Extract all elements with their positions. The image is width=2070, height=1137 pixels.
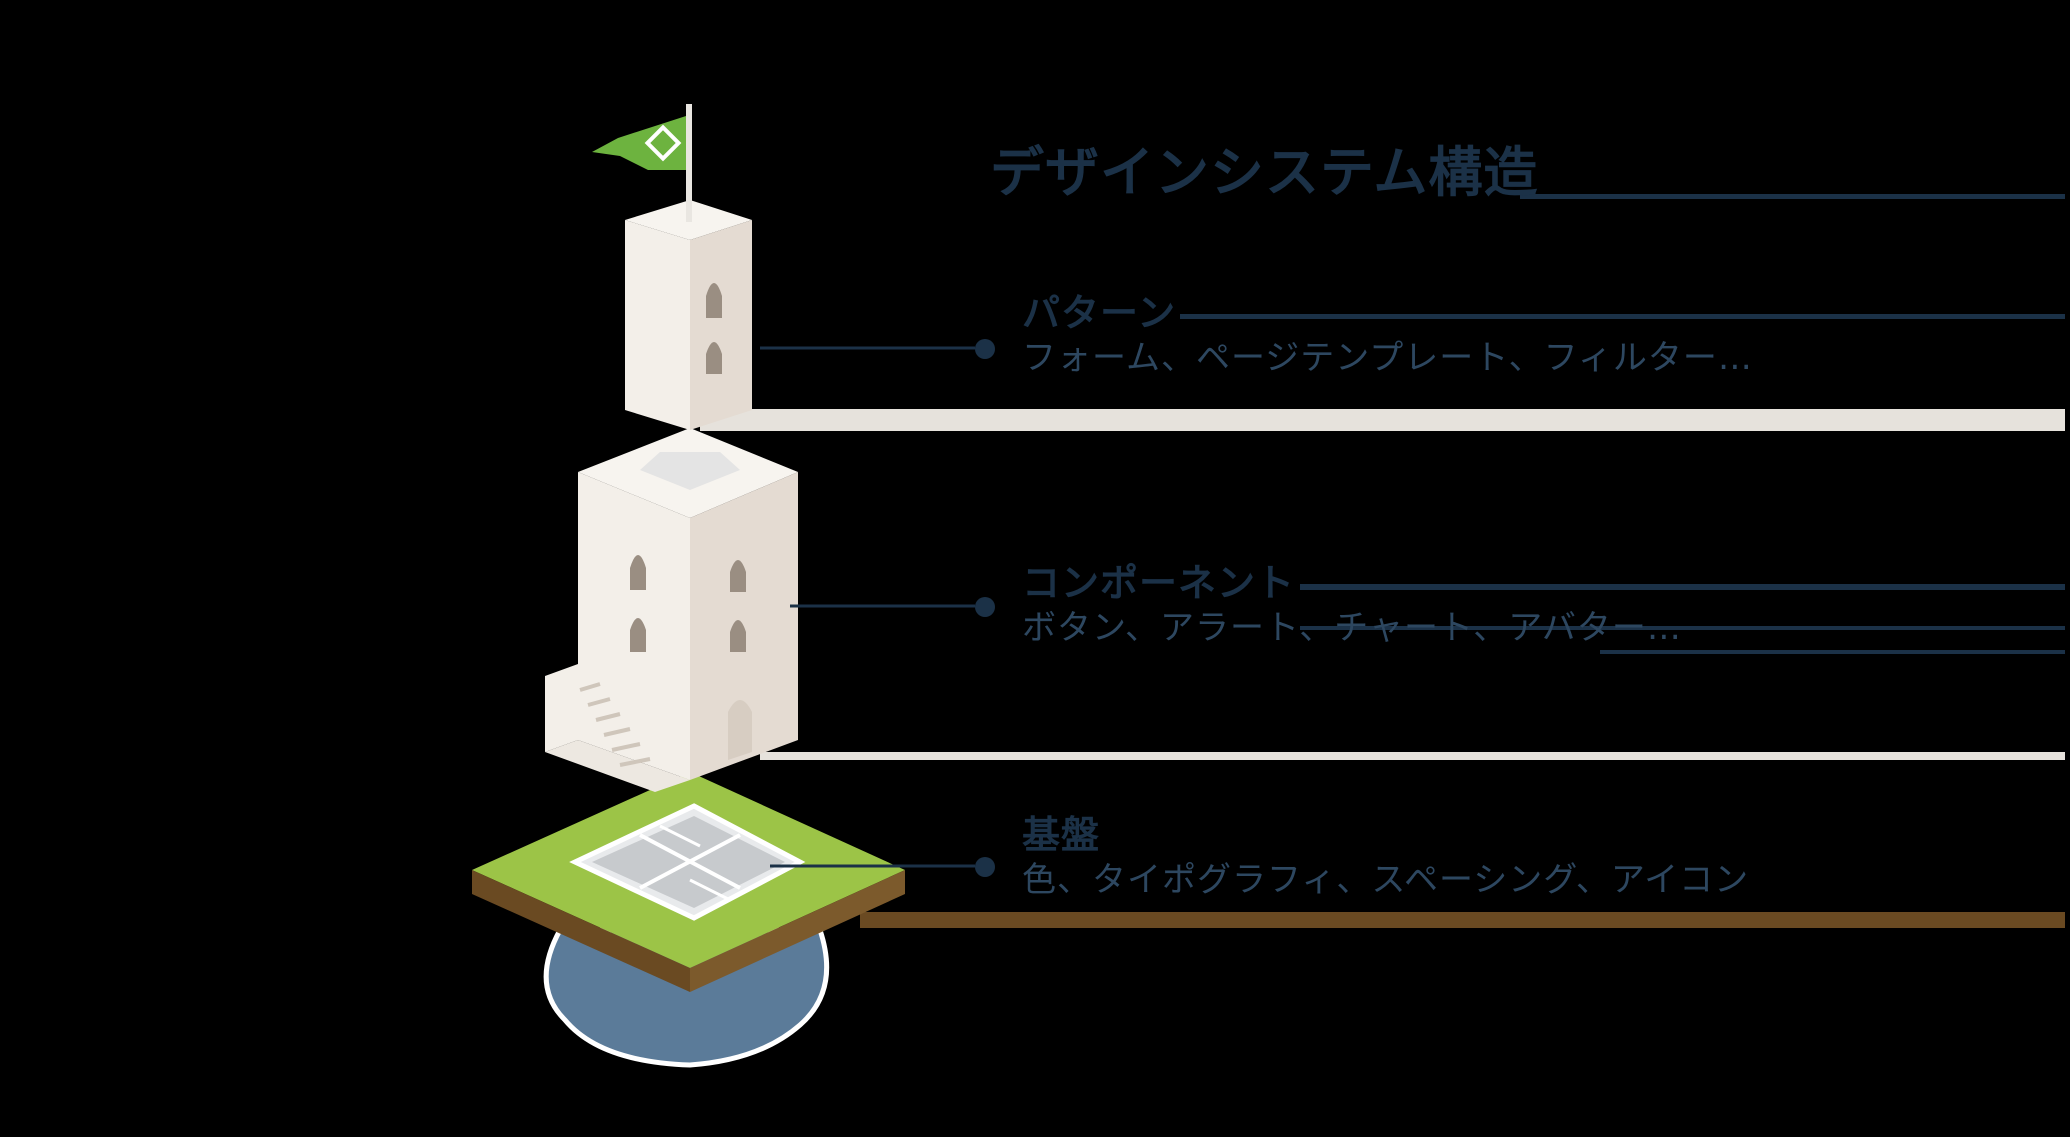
layer-name: パターン: [1022, 291, 1177, 335]
water-reflection: [543, 927, 830, 1068]
layer-description: フォーム、ページテンプレート、フィルター…: [1022, 338, 1753, 378]
tower-patterns: [625, 200, 752, 430]
divider-components-band: [760, 752, 2065, 760]
flag-icon: [644, 124, 682, 162]
layer-description: ボタン、アラート、チャート、アバター…: [1022, 608, 1682, 648]
layer-name: コンポーネント: [1022, 561, 1296, 605]
divider-top: [1520, 194, 2065, 199]
layer-name: 基盤: [1022, 813, 1101, 857]
layer-foundation: 基盤 色、タイポグラフィ、スペーシング、アイコン: [1022, 812, 1749, 902]
diagram-title: デザインシステム構造: [990, 141, 1539, 204]
divider-patterns-band: [700, 409, 2065, 431]
divider-components-desc2: [1600, 650, 2065, 654]
layer-components: コンポーネント ボタン、アラート、チャート、アバター…: [1022, 560, 1682, 650]
tower-components: [545, 428, 798, 792]
layer-description: 色、タイポグラフィ、スペーシング、アイコン: [1022, 860, 1750, 900]
divider-components-name: [1300, 584, 2065, 590]
connector-foundation: [770, 857, 995, 877]
ground-island: [472, 772, 905, 992]
divider-foundation-band: [860, 912, 2065, 928]
flag: [592, 104, 692, 222]
divider-components-desc: [1300, 626, 2065, 630]
connector-components: [790, 597, 995, 617]
connector-patterns: [760, 339, 995, 359]
layer-patterns: パターン フォーム、ページテンプレート、フィルター…: [1022, 290, 1753, 380]
divider-patterns-name: [1180, 314, 2065, 319]
